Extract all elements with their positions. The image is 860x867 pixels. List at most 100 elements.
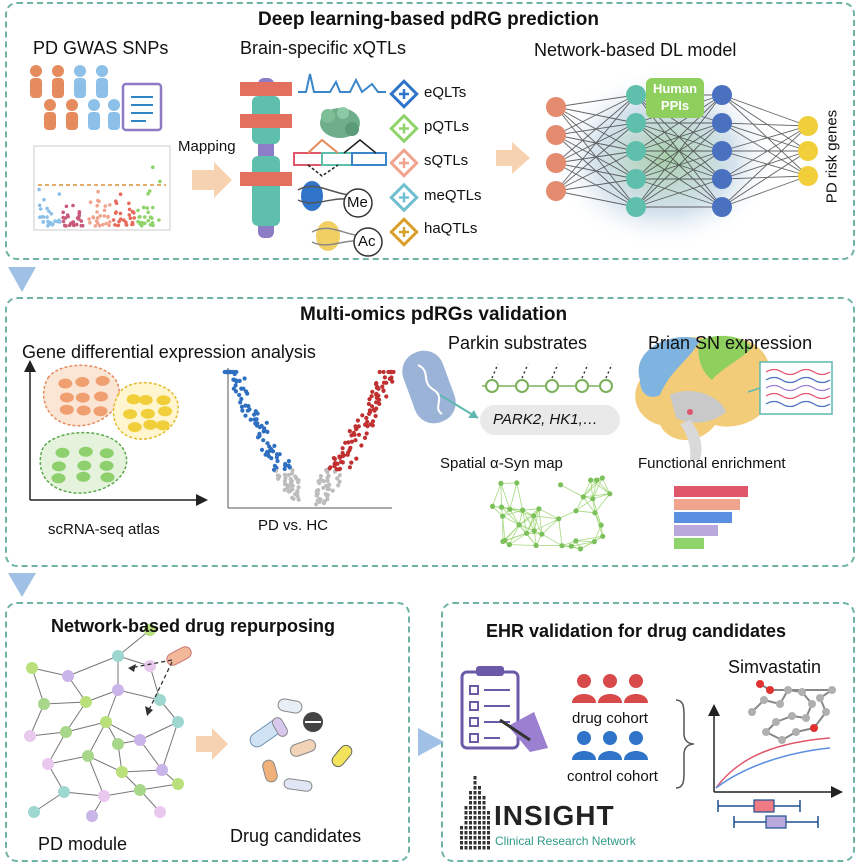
enrichment-bar [674, 538, 704, 549]
spatial-edge [500, 483, 511, 510]
qtl-marker [389, 79, 419, 109]
volcano-point [253, 421, 258, 426]
module-node [100, 716, 112, 728]
manhattan-point [74, 222, 79, 227]
volcano-point [381, 369, 386, 375]
neural-network [546, 66, 818, 250]
volcano-point [363, 422, 368, 427]
logo-block [487, 816, 490, 820]
volcano-point [296, 497, 301, 502]
volcano-point [275, 458, 280, 464]
volcano-point [285, 486, 290, 491]
box-plots [717, 799, 819, 829]
manhattan-point [108, 220, 112, 224]
spatial-edge [592, 480, 598, 499]
splicing-icon [293, 138, 387, 177]
output-node [798, 166, 818, 186]
spatial-node [573, 538, 579, 544]
volcano-point [391, 369, 396, 375]
dl-model-title: Network-based DL model [534, 40, 737, 60]
hidden-node [626, 141, 646, 161]
spatial-edge [509, 544, 537, 546]
module-edge [139, 739, 163, 771]
logo-block [478, 841, 481, 845]
qtl-marker [389, 148, 419, 178]
manhattan-point [38, 215, 42, 219]
module-edge [117, 689, 161, 701]
volcano-point [242, 376, 247, 381]
simvastatin-label: Simvastatin [728, 657, 822, 677]
manhattan-point [158, 179, 162, 184]
spatial-edge [541, 518, 559, 535]
cell-dot [94, 391, 108, 402]
cell-dot [76, 471, 91, 482]
module-edge [117, 629, 151, 657]
logo-block [482, 821, 486, 825]
logo-block [460, 841, 463, 845]
spatial-edge [575, 496, 584, 511]
enrichment-bar [674, 499, 740, 510]
manhattan-point [157, 218, 161, 222]
module-node [172, 716, 184, 728]
spatial-node [506, 542, 512, 548]
manhattan-point [137, 215, 141, 219]
logo-block [478, 821, 481, 825]
volcano-point [370, 423, 375, 428]
spatial-node [577, 546, 584, 552]
module-node [86, 810, 98, 822]
spatial-network [489, 475, 613, 552]
person-body [572, 751, 596, 760]
volcano-point [228, 369, 233, 375]
network-edge [721, 150, 809, 208]
spatial-node [591, 539, 597, 545]
output-node [798, 116, 818, 136]
enrichment-bar [674, 525, 718, 536]
volcano-point [265, 429, 270, 434]
spatial-node [507, 506, 513, 512]
spatial-node [516, 522, 522, 528]
cell-dot [51, 461, 66, 472]
logo-block [473, 811, 477, 815]
molecule-atom [816, 694, 824, 702]
volcano-point [231, 377, 236, 382]
manhattan-point [50, 223, 55, 227]
logo-block [464, 841, 468, 845]
volcano-point [282, 472, 288, 477]
volcano-point [225, 369, 230, 375]
volcano-point [370, 404, 375, 409]
spatial-edge [560, 484, 584, 498]
logo-block [482, 796, 486, 800]
module-edge [47, 755, 89, 765]
manhattan-point [118, 192, 123, 196]
volcano-point [343, 440, 348, 445]
logo-block [473, 846, 477, 850]
network-edge [721, 150, 809, 177]
logo-block [460, 836, 463, 840]
manhattan-point [71, 203, 75, 208]
manhattan-point [103, 204, 108, 208]
volcano-point [267, 448, 272, 453]
input-node [546, 97, 566, 117]
flow-arrow-3 [418, 728, 444, 756]
logo-block [482, 806, 486, 810]
manhattan-point [127, 213, 132, 217]
cell-dot [75, 392, 90, 403]
expression-peaks-icon [298, 73, 386, 94]
manhattan-point [57, 218, 61, 223]
logo-block [469, 816, 472, 820]
substrate-node [545, 379, 559, 393]
spatial-node [573, 508, 579, 514]
module-node [24, 730, 36, 742]
volcano-point [360, 413, 365, 418]
module-node [38, 698, 50, 710]
spatial-edge [558, 510, 577, 520]
module-node [144, 624, 156, 636]
volcano-point [315, 491, 320, 496]
volcano-point [330, 488, 335, 493]
manhattan-point [45, 206, 49, 211]
module-edge [87, 721, 107, 757]
logo-block [478, 836, 481, 840]
logo-block [473, 826, 477, 830]
spatial-edge [518, 508, 540, 526]
